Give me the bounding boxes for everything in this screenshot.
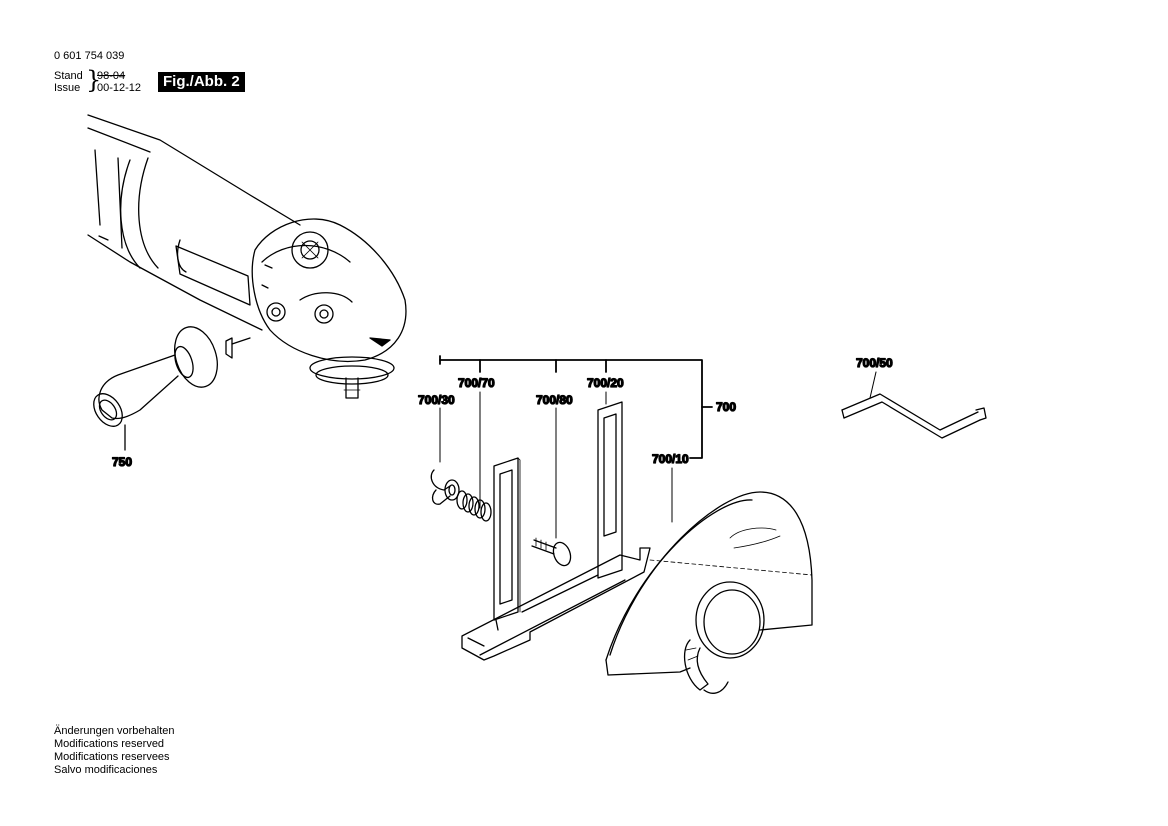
document-number: 0 601 754 039 — [54, 50, 125, 62]
wing-nut-illustration — [430, 469, 460, 505]
issue-date: 00-12-12 — [97, 82, 142, 94]
part-label-750: 750 — [112, 455, 132, 469]
stand-date: 98-04 — [97, 70, 126, 82]
part-label-700-10: 700/10 — [652, 452, 689, 466]
footnote-german: Änderungen vorbehalten — [54, 725, 175, 737]
spring-illustration — [456, 490, 492, 522]
footnote-french: Modifications reservees — [54, 751, 170, 763]
footnote-spanish: Salvo modificaciones — [54, 764, 158, 776]
part-label-700-50: 700/50 — [856, 356, 893, 370]
carriage-bolt-illustration — [531, 537, 572, 567]
angle-grinder-illustration — [87, 114, 407, 399]
cutting-guide-illustration — [461, 401, 651, 661]
part-label-700-20: 700/20 — [587, 376, 624, 390]
assembly-bracket-lines — [439, 355, 713, 459]
figure-label: Fig./Abb. 2 — [158, 72, 245, 92]
stand-label: Stand — [54, 70, 83, 82]
footnote-english: Modifications reserved — [54, 738, 165, 750]
wheel-guard-illustration — [605, 491, 813, 694]
part-label-700: 700 — [716, 400, 736, 414]
part-label-700-30: 700/30 — [418, 393, 455, 407]
part-label-700-80: 700/80 — [536, 393, 573, 407]
part-label-700-70: 700/70 — [458, 376, 495, 390]
leader-lines — [439, 371, 877, 539]
auxiliary-handle-illustration — [93, 326, 251, 451]
brace-symbol: } — [86, 66, 102, 94]
allen-key-illustration — [841, 393, 987, 439]
modification-notice: Änderungen vorbehalten Modifications res… — [54, 725, 174, 777]
issue-label: Issue — [54, 82, 81, 94]
